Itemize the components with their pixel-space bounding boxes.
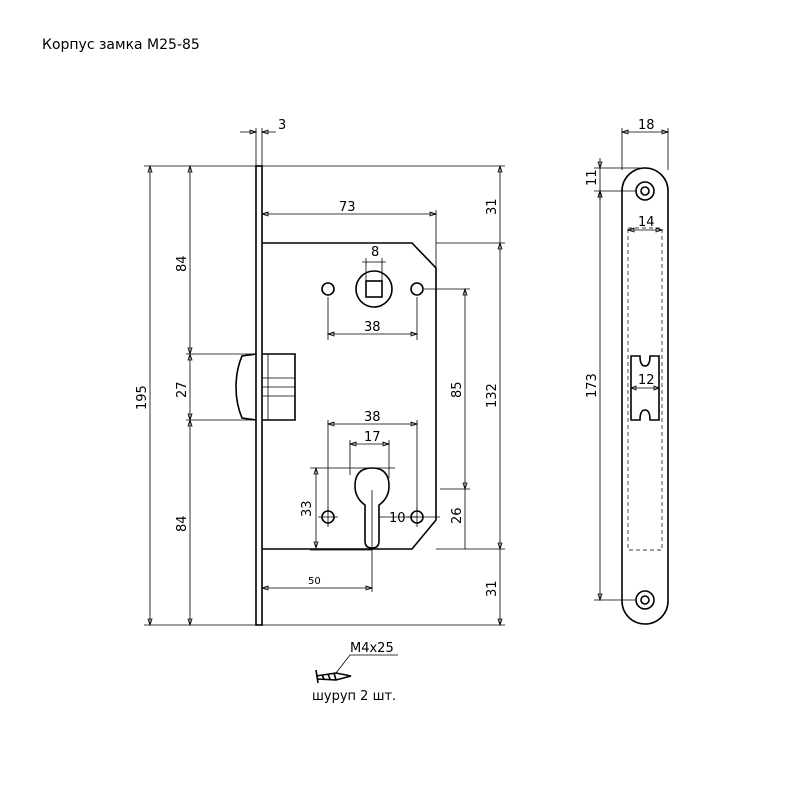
- dim-bottom-offset: 31: [485, 580, 500, 597]
- faceplate-bottom-screw-inner: [640, 595, 650, 605]
- dim-center-distance: 85: [450, 381, 465, 398]
- spindle-square: [365, 280, 383, 298]
- faceplate-front-view: [621, 167, 669, 625]
- spindle-hub: [355, 270, 393, 308]
- dim-faceplate-hole-offset: 11: [585, 169, 600, 186]
- faceplate-side: [255, 165, 263, 626]
- drawing-title: Корпус замка М25-85: [42, 37, 200, 53]
- dim-cyl-bottom: 26: [450, 507, 465, 524]
- faceplate-latch-opening: [630, 355, 660, 421]
- cylinder-centerlines: [310, 467, 440, 592]
- screw-note-text: шуруп 2 шт.: [312, 689, 396, 704]
- dim-upper-84: 84: [175, 255, 190, 272]
- dim-73: 73: [339, 200, 356, 215]
- front-dimensions: 18 11 14 173 12: [585, 118, 670, 602]
- dim-latch-slot: 12: [638, 373, 655, 388]
- dim-spindle-holes: 38: [364, 320, 381, 335]
- screw-icon: [315, 669, 352, 684]
- dim-hole-spacing: 173: [585, 373, 600, 398]
- screw-note: М4х25 шуруп 2 шт.: [312, 641, 398, 704]
- faceplate-top-screw-inner: [640, 186, 650, 196]
- dim-cylinder-holes: 38: [364, 410, 381, 425]
- lock-side-view: [235, 165, 440, 626]
- dim-backset: 50: [308, 576, 321, 587]
- dim-cylinder-width: 17: [364, 430, 381, 445]
- dim-cylinder-height: 33: [300, 500, 315, 517]
- dim-cylinder-offset: 10: [389, 511, 406, 526]
- dim-spindle-square: 8: [371, 245, 379, 260]
- latch-head: [235, 353, 257, 421]
- faceplate-bottom-screw-outer: [635, 590, 655, 610]
- spindle-hole-right: [410, 282, 424, 296]
- faceplate-top-screw-outer: [635, 181, 655, 201]
- spindle-hole-left: [321, 282, 335, 296]
- dim-top-offset: 31: [485, 198, 500, 215]
- dim-lower-84: 84: [175, 515, 190, 532]
- faceplate-slot: [627, 227, 663, 551]
- dim-total-height: 195: [135, 385, 150, 410]
- dim-body-height: 132: [485, 383, 500, 408]
- dim-slot-width: 14: [638, 215, 655, 230]
- dim-faceplate-thickness: 3: [278, 118, 286, 133]
- screw-spec: М4х25: [350, 641, 394, 656]
- dim-latch-27: 27: [175, 381, 190, 398]
- side-dimensions: 3 73 8 38 38 17 33 10 85 26: [135, 118, 505, 627]
- lock-body-outline: [262, 242, 437, 550]
- latch-mid-line: [262, 354, 295, 420]
- faceplate-front-outline: [621, 167, 669, 625]
- dim-faceplate-width: 18: [638, 118, 655, 133]
